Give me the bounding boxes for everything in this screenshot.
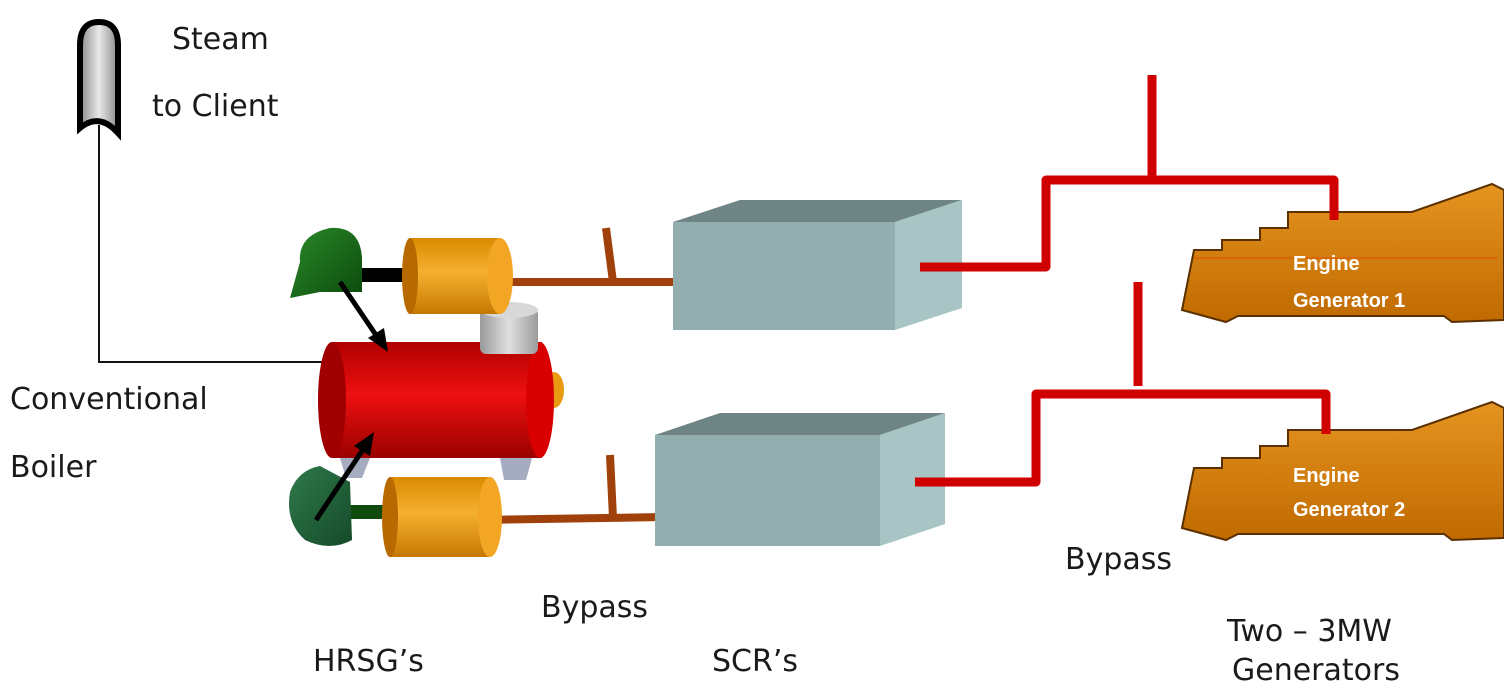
hrsg-label: HRSG’s — [313, 644, 424, 679]
boiler-label-line2: Boiler — [10, 450, 97, 485]
generators-label-line1: Two – 3MW — [1227, 614, 1392, 649]
duct-scr-1-to-hrsg-1 — [490, 227, 683, 286]
boiler-label-line1: Conventional — [10, 382, 208, 417]
engine-generator-2 — [1180, 400, 1504, 542]
bypass-label-left: Bypass — [541, 590, 649, 625]
flow-arrow-hrsg-1-to-boiler — [337, 280, 388, 352]
engine-1-label-line2: Generator 1 — [1293, 290, 1406, 312]
duct-scr-2-to-hrsg-2 — [477, 454, 665, 524]
conventional-boiler — [318, 302, 564, 480]
scr-unit-1 — [673, 200, 962, 330]
steam-to-client-outlet — [77, 18, 121, 141]
scr-label: SCR’s — [712, 644, 799, 679]
scr-unit-2 — [655, 413, 945, 546]
bypass-label-right: Bypass — [1065, 542, 1173, 577]
generators-label-line2: Generators — [1232, 653, 1400, 688]
flow-arrow-hrsg-2-to-boiler — [313, 432, 374, 522]
engine-1-label-line1: Engine — [1293, 253, 1360, 275]
steam-label-line2: to Client — [152, 89, 279, 124]
engine-2-label-line2: Generator 2 — [1293, 499, 1406, 521]
steam-label-line1: Steam — [172, 22, 269, 57]
engine-2-label-line1: Engine — [1293, 465, 1360, 487]
engine-generator-1 — [1180, 182, 1504, 324]
steam-line — [98, 125, 322, 363]
hrsg-unit-1 — [290, 227, 513, 314]
